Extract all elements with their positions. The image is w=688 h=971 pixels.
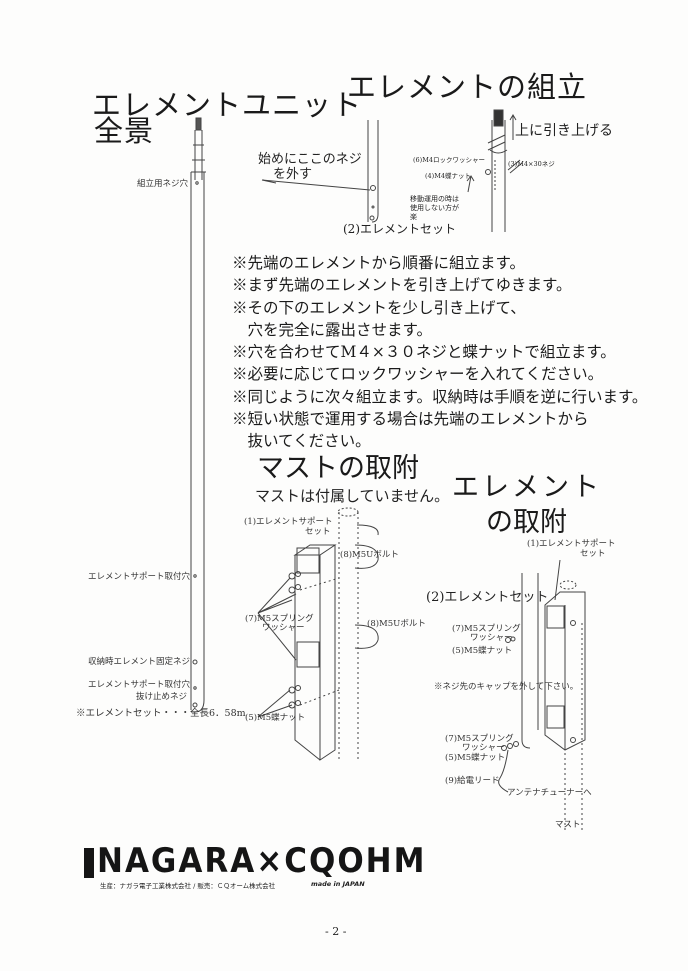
u-bolt-lower-label: (8)M5Uボルト bbox=[367, 619, 426, 629]
m4-screw-label: (3)M4×30ネジ bbox=[508, 160, 555, 168]
mast-spring-washer-label: (7)M5スプリング bbox=[245, 614, 314, 624]
em-wing-nut-lower-label: (5)M5蝶ナット bbox=[445, 753, 506, 763]
assembly-title: エレメントの組立 bbox=[347, 70, 588, 104]
page-number: - 2 - bbox=[325, 925, 347, 938]
em-spring-washer-lower-label: (7)M5スプリング bbox=[445, 734, 514, 744]
unit-overview-title: エレメントユニット bbox=[92, 88, 363, 122]
u-bolt-upper-label: (8)M5Uボルト bbox=[340, 550, 399, 560]
step-line: ※短い状態で運用する場合は先端のエレメントから bbox=[232, 410, 589, 429]
element-mount-title-2: の取附 bbox=[486, 507, 567, 538]
step-line: ※その下のエレメントを少し引き上げて、 bbox=[232, 298, 526, 317]
step-line: 穴を完全に露出させます。 bbox=[232, 320, 432, 339]
portable-note-line: 移動運用の時は bbox=[410, 195, 459, 203]
support-hole-upper-label: エレメントサポート取付穴 bbox=[88, 572, 191, 582]
element-mount-drawing bbox=[498, 559, 586, 830]
mast-spring-washer-label-2: ワッシャー bbox=[262, 623, 305, 633]
em-spring-washer-upper-label-2: ワッシャー bbox=[470, 633, 513, 643]
unit-overview-title-2: 全景 bbox=[94, 114, 155, 148]
step-line: ※必要に応じてロックワッシャーを入れてください。 bbox=[232, 365, 604, 384]
step-line: ※まず先端のエレメントを引き上げてゆきます。 bbox=[232, 276, 572, 295]
step-line: 抜いてください。 bbox=[232, 432, 371, 451]
assembly-drawing-left bbox=[261, 120, 379, 223]
mast-mount-drawing bbox=[257, 507, 379, 761]
step-line: ※穴を合わせてM４×３０ネジと蝶ナットで組立ます。 bbox=[232, 343, 616, 362]
portable-note: 移動運用の時は 使用しない方が 楽 bbox=[410, 195, 459, 222]
em-support-set-label-2: セット bbox=[580, 549, 606, 559]
total-length-label: ※エレメントセット・・・全長6．58m bbox=[76, 708, 246, 719]
step-line: ※同じように次々組立ます。収納時は手順を逆に行います。 bbox=[232, 387, 648, 406]
brand-logo: NAGARA×CQOHM bbox=[97, 841, 427, 881]
storage-screw-label: 収納時エレメント固定ネジ bbox=[88, 657, 191, 667]
mast-note: マストは付属していません。 bbox=[255, 487, 450, 505]
stop-screw-label: 抜け止めネジ bbox=[136, 692, 188, 702]
element-set-label: (2)エレメントセット bbox=[343, 222, 456, 236]
pull-up-label: 上に引き上げる bbox=[515, 123, 613, 139]
em-spring-washer-upper-label: (7)M5スプリング bbox=[452, 624, 521, 634]
mast-wing-nut-label: (5)M5蝶ナット bbox=[245, 713, 306, 723]
em-wing-nut-upper-label: (5)M5蝶ナット bbox=[452, 646, 513, 656]
assembly-hole-label: 組立用ネジ穴 bbox=[137, 179, 189, 189]
portable-note-line: 楽 bbox=[410, 213, 417, 221]
assembly-steps: ※先端のエレメントから順番に組立ます。 ※まず先端のエレメントを引き上げてゆきま… bbox=[232, 252, 647, 453]
feed-lead-label: (9)給電リード bbox=[445, 776, 500, 786]
assembly-drawing-right bbox=[466, 109, 523, 232]
m4-wing-nut-label: (4)M4蝶ナット bbox=[425, 172, 471, 180]
to-tuner-label: アンテナチューナーへ bbox=[507, 788, 592, 798]
mast-support-set-label-2: セット bbox=[305, 527, 331, 537]
cap-note: ※ネジ先のキャップを外して下さい。 bbox=[434, 682, 579, 692]
element-mount-title: エレメント bbox=[452, 472, 602, 503]
element-unit-drawing bbox=[190, 117, 206, 713]
made-in-label: made in JAPAN bbox=[311, 880, 365, 888]
mast-support-set-label: (1)エレメントサポート bbox=[244, 517, 333, 527]
remove-screw-label: 始めにここのネジ bbox=[258, 152, 362, 167]
portable-note-line: 使用しない方が bbox=[410, 204, 459, 212]
em-element-set-label: (2)エレメントセット bbox=[426, 590, 549, 605]
remove-screw-label-2: を外す bbox=[273, 167, 313, 182]
maker-info: 生産：ナガラ電子工業株式会社 / 販売：ＣＱオーム株式会社 bbox=[100, 882, 276, 890]
lock-washer-label: (6)M4ロックワッシャー bbox=[413, 156, 485, 164]
logo-bar bbox=[84, 848, 94, 878]
em-spring-washer-lower-label-2: ワッシャー bbox=[462, 743, 505, 753]
em-support-set-label: (1)エレメントサポート bbox=[527, 539, 616, 549]
step-line: ※先端のエレメントから順番に組立ます。 bbox=[232, 254, 525, 272]
mast-mount-title: マストの取附 bbox=[257, 453, 419, 484]
support-hole-lower-label: エレメントサポート取付穴 bbox=[88, 680, 191, 690]
mast-label: マスト bbox=[555, 820, 581, 830]
